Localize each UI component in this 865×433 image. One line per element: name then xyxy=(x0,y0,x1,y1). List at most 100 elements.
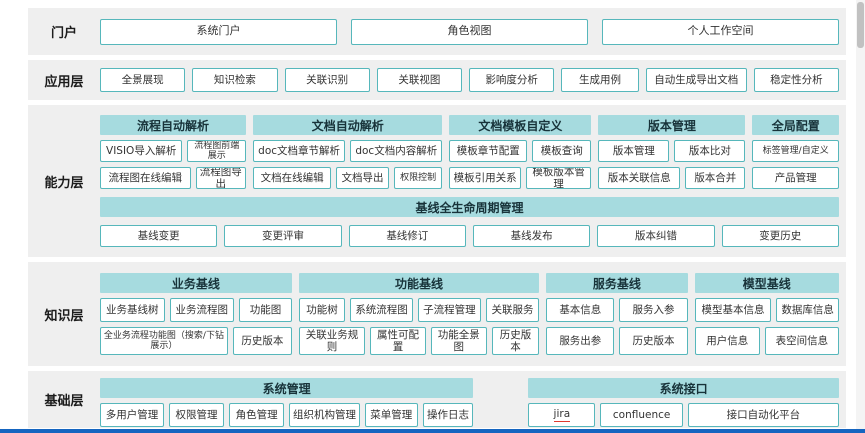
layer-label-application: 应用层 xyxy=(44,74,84,90)
knw-row: 基本信息服务入参 xyxy=(546,298,688,322)
cap-box: 流程图前端展示 xyxy=(187,140,247,162)
bottom-accent-bar xyxy=(0,429,865,433)
portal-box: 个人工作空间 xyxy=(602,18,839,45)
knw-box: 功能图 xyxy=(239,298,292,322)
cap-box: 模板版本管理 xyxy=(525,167,592,189)
cap-box: 流程图在线编辑 xyxy=(100,167,191,189)
app-box: 生成用例 xyxy=(561,68,639,92)
layer-portal: 门户 系统门户角色视图个人工作空间 xyxy=(28,8,846,55)
col-global-config: 全局配置 标签管理/自定义 产品管理 xyxy=(752,115,839,189)
lifecycle-box: 变更评审 xyxy=(224,225,342,247)
knw-box: 关联服务 xyxy=(485,298,540,322)
lifecycle-box: 基线修订 xyxy=(348,225,466,247)
base-box: 权限管理 xyxy=(169,403,225,427)
knw-box: 表空间信息 xyxy=(764,327,839,355)
header-system-mgmt: 系统管理 xyxy=(100,378,474,398)
cap-box: 产品管理 xyxy=(752,167,839,189)
app-box: 自动生成导出文档 xyxy=(645,68,747,92)
app-box: 稳定性分析 xyxy=(753,68,840,92)
cap-box: 版本比对 xyxy=(674,140,746,162)
header-business-baseline: 业务基线 xyxy=(100,273,292,293)
col-model-baseline: 模型基线 模型基本信息数据库信息 用户信息表空间信息 xyxy=(694,273,839,355)
base-content: 系统管理 多用户管理权限管理角色管理组织机构管理菜单管理操作日志 系统接口 ji… xyxy=(100,371,846,428)
capability-content: 流程自动解析 VISIO导入解析流程图前端展示 流程图在线编辑流程图导出 文档自… xyxy=(100,105,846,257)
knw-box: 模型基本信息 xyxy=(694,298,772,322)
interface-box: jira xyxy=(528,403,596,427)
col-version-mgmt: 版本管理 版本管理版本比对 版本关联信息版本合并 xyxy=(598,115,746,189)
app-box: 关联识别 xyxy=(284,68,370,92)
cap-row: 标签管理/自定义 xyxy=(752,140,839,162)
base-box: 组织机构管理 xyxy=(289,403,360,427)
knw-box: 历史版本 xyxy=(619,327,688,355)
cap-row: 产品管理 xyxy=(752,167,839,189)
layer-label-knowledge: 知识层 xyxy=(44,308,84,324)
knw-row: 模型基本信息数据库信息 xyxy=(694,298,839,322)
interface-box: confluence xyxy=(600,403,683,427)
col-process-auto-parse: 流程自动解析 VISIO导入解析流程图前端展示 流程图在线编辑流程图导出 xyxy=(100,115,247,189)
lifecycle-box: 基线发布 xyxy=(472,225,591,247)
cap-box: 版本合并 xyxy=(685,167,746,189)
knw-box: 基本信息 xyxy=(546,298,615,322)
layer-label-portal: 门户 xyxy=(50,26,77,41)
cap-row: 流程图在线编辑流程图导出 xyxy=(100,167,247,189)
knowledge-content: 业务基线 业务基线树业务流程图功能图 全业务流程功能图（搜索/下钻展示）历史版本… xyxy=(100,262,846,366)
baseline-lifecycle-items: 基线变更变更评审基线修订基线发布版本纠错变更历史 xyxy=(100,225,839,247)
architecture-diagram: 门户 系统门户角色视图个人工作空间 应用层 全景展现知识检索关联识别关联视图影响… xyxy=(28,8,846,428)
vertical-scrollbar xyxy=(856,0,865,433)
cap-box: doc文档内容解析 xyxy=(350,140,443,162)
knw-box: 历史版本 xyxy=(232,327,292,355)
knw-box: 功能树 xyxy=(298,298,346,322)
col-business-baseline: 业务基线 业务基线树业务流程图功能图 全业务流程功能图（搜索/下钻展示）历史版本 xyxy=(100,273,292,355)
base-box: 操作日志 xyxy=(422,403,474,427)
knw-row: 服务出参历史版本 xyxy=(546,327,688,355)
cap-box: 权限控制 xyxy=(393,167,443,189)
app-box: 全景展现 xyxy=(100,68,186,92)
cap-box: 模板查询 xyxy=(532,140,592,162)
application-items: 全景展现知识检索关联识别关联视图影响度分析生成用例自动生成导出文档稳定性分析 xyxy=(100,60,846,100)
knw-box: 用户信息 xyxy=(694,327,760,355)
cap-box: 流程图导出 xyxy=(195,167,247,189)
knw-row: 用户信息表空间信息 xyxy=(694,327,839,355)
cap-row: VISIO导入解析流程图前端展示 xyxy=(100,140,247,162)
scrollbar-thumb[interactable] xyxy=(857,2,864,48)
knw-row: 功能树系统流程图子流程管理关联服务 xyxy=(298,298,540,322)
base-box: 多用户管理 xyxy=(100,403,164,427)
knw-box: 关联业务规则 xyxy=(298,327,366,355)
portal-box: 系统门户 xyxy=(100,18,337,45)
cap-row: 文档在线编辑文档导出权限控制 xyxy=(253,167,443,189)
cap-box: 文档在线编辑 xyxy=(253,167,332,189)
app-box: 关联视图 xyxy=(376,68,463,92)
cap-box: doc文档章节解析 xyxy=(253,140,346,162)
knw-box: 属性可配置 xyxy=(370,327,426,355)
base-box: 菜单管理 xyxy=(364,403,418,427)
knw-box: 业务基线树 xyxy=(100,298,165,322)
cap-box: 标签管理/自定义 xyxy=(752,140,839,162)
cap-box: 版本管理 xyxy=(598,140,670,162)
portal-items: 系统门户角色视图个人工作空间 xyxy=(100,8,846,55)
knw-box: 业务流程图 xyxy=(169,298,235,322)
header-system-interface: 系统接口 xyxy=(528,378,839,398)
cap-row: 模板章节配置模板查询 xyxy=(449,140,592,162)
header-global-config: 全局配置 xyxy=(752,115,839,135)
cap-box: 文档导出 xyxy=(336,167,389,189)
app-box: 影响度分析 xyxy=(469,68,555,92)
col-doc-template-custom: 文档模板自定义 模板章节配置模板查询 模板引用关系模板版本管理 xyxy=(449,115,592,189)
layer-knowledge: 知识层 业务基线 业务基线树业务流程图功能图 全业务流程功能图（搜索/下钻展示）… xyxy=(28,262,846,366)
cap-box: 模板章节配置 xyxy=(449,140,528,162)
knowledge-columns: 业务基线 业务基线树业务流程图功能图 全业务流程功能图（搜索/下钻展示）历史版本… xyxy=(100,273,839,355)
lifecycle-box: 变更历史 xyxy=(721,225,839,247)
capability-columns: 流程自动解析 VISIO导入解析流程图前端展示 流程图在线编辑流程图导出 文档自… xyxy=(100,115,839,189)
knw-box: 历史版本 xyxy=(491,327,540,355)
app-box: 知识检索 xyxy=(192,68,278,92)
header-doc-auto-parse: 文档自动解析 xyxy=(253,115,443,135)
header-process-auto-parse: 流程自动解析 xyxy=(100,115,247,135)
header-model-baseline: 模型基线 xyxy=(694,273,839,293)
header-version-mgmt: 版本管理 xyxy=(598,115,746,135)
cap-box: VISIO导入解析 xyxy=(100,140,183,162)
knw-box: 功能全景图 xyxy=(430,327,487,355)
lifecycle-box: 基线变更 xyxy=(100,225,218,247)
knw-row: 关联业务规则属性可配置功能全景图历史版本 xyxy=(298,327,540,355)
knw-box: 系统流程图 xyxy=(350,298,413,322)
